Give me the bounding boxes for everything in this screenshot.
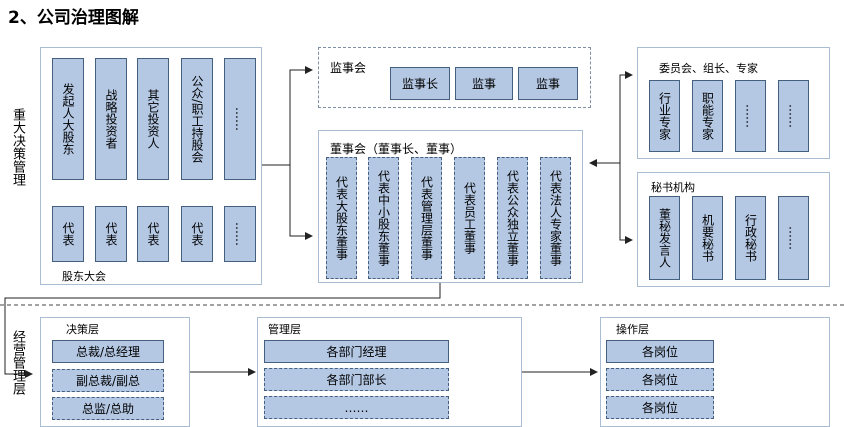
committee-item-2: 职能专家 <box>692 80 723 152</box>
shareholder-source-4: 公众/职工持股会 <box>181 58 213 180</box>
shareholder-rep-4: 代表 <box>181 206 213 262</box>
committee-item-1: 行业专家 <box>649 80 680 152</box>
management-item-3: …… <box>264 396 449 419</box>
decision-item-1: 总裁/总经理 <box>52 340 164 363</box>
committee-item-3: …… <box>735 80 766 152</box>
board-item-4: 代表员工董事 <box>454 157 485 279</box>
secretariat-item-4: …… <box>778 196 809 280</box>
shareholders-label: 股东大会 <box>62 270 106 283</box>
decision-label: 决策层 <box>66 323 99 336</box>
board-item-5: 代表公众独立董事 <box>497 157 528 279</box>
arrow-to-supervisory <box>262 66 313 166</box>
operation-label: 操作层 <box>616 323 649 336</box>
supervisory-item-2: 监事 <box>455 67 513 100</box>
board-group <box>318 130 583 283</box>
shareholder-source-5: …… <box>224 58 256 180</box>
shareholder-rep-2: 代表 <box>95 206 127 262</box>
supervisory-item-1: 监事长 <box>390 67 450 100</box>
shareholder-source-1: 发起人大股东 <box>52 58 84 180</box>
arrow-to-board <box>289 165 313 240</box>
secretariat-item-2: 机要秘书 <box>692 196 723 280</box>
management-item-2: 各部门部长 <box>264 368 449 391</box>
management-item-1: 各部门经理 <box>264 340 449 363</box>
side-label-decision: 重大决策管理 <box>10 108 25 186</box>
supervisory-item-3: 监事 <box>518 67 578 100</box>
supervisory-label: 监事会 <box>330 61 367 75</box>
secretariat-item-3: 行政秘书 <box>735 196 766 280</box>
arrow-board-to-decision <box>4 283 441 378</box>
committee-item-4: …… <box>778 80 809 152</box>
arrow-to-secretariat <box>619 163 633 244</box>
decision-item-2: 副总裁/副总 <box>52 369 164 392</box>
secretariat-label: 秘书机构 <box>651 181 695 194</box>
operation-item-3: 各岗位 <box>606 396 714 419</box>
shareholder-rep-3: 代表 <box>137 206 169 262</box>
board-label: 董事会（董事长、董事） <box>330 142 463 156</box>
board-item-3: 代表管理层董事 <box>411 157 442 279</box>
side-label-operating: 经营管理层 <box>10 330 25 395</box>
board-item-2: 代表中小股东董事 <box>368 157 399 279</box>
management-label: 管理层 <box>268 323 301 336</box>
operation-item-2: 各岗位 <box>606 368 714 391</box>
board-item-1: 代表大股东董事 <box>326 157 357 279</box>
page-title: 2、公司治理图解 <box>8 8 139 28</box>
board-item-6: 代表法人专家董事 <box>540 157 571 279</box>
arrow-to-committee <box>619 71 633 163</box>
decision-item-3: 总监/总助 <box>52 397 164 420</box>
committee-label: 委员会、组长、专家 <box>659 62 758 75</box>
shareholder-source-3: 其它投资人 <box>137 58 169 180</box>
shareholder-source-2: 战略投资者 <box>95 58 127 180</box>
operation-item-1: 各岗位 <box>606 340 714 363</box>
shareholder-rep-5: …… <box>224 206 256 262</box>
secretariat-item-1: 董秘发言人 <box>649 196 680 280</box>
shareholder-rep-1: 代表 <box>52 206 84 262</box>
